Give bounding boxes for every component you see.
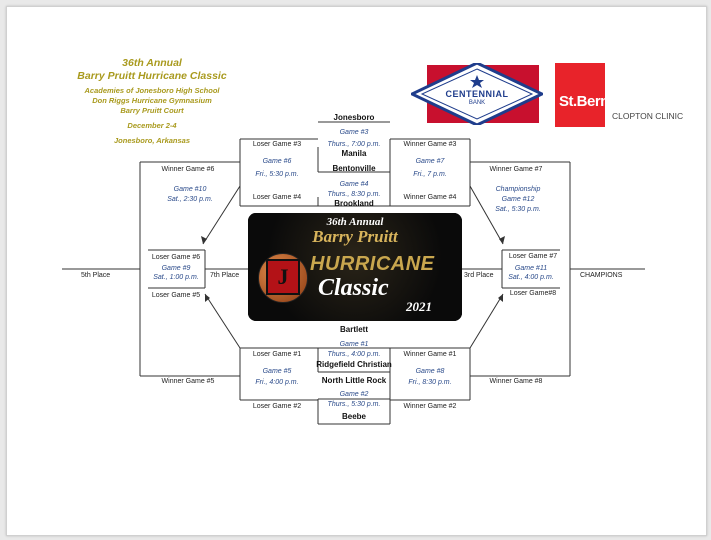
game10-time: Sat., 2:30 p.m.	[167, 196, 213, 203]
stbernards-sub: CLOPTON CLINIC	[612, 111, 684, 121]
label-champions: CHAMPIONS	[580, 272, 623, 279]
j-logo-icon: J	[266, 259, 300, 295]
arrowhead-bottom-left	[205, 294, 210, 302]
bracket-bottom-left	[239, 347, 318, 401]
game3-time: Thurs., 7:00 p.m.	[327, 141, 381, 148]
label-winner-g1: Winner Game #1	[403, 351, 457, 358]
game12-time: Sat., 5:30 p.m.	[495, 206, 541, 213]
bracket-top-left	[239, 138, 318, 207]
arrow-top-left	[202, 185, 241, 245]
bracket-bottom-right	[389, 347, 471, 401]
game5-label: Game #5	[262, 368, 292, 375]
game6-time: Fri., 5:30 p.m.	[255, 171, 299, 178]
game3-label: Game #3	[339, 129, 369, 136]
arrowhead-top-right	[499, 236, 505, 244]
game9-label: Game #9	[161, 265, 191, 272]
tournament-logo: 36th Annual Barry Pruitt J HURRICANE Cla…	[248, 213, 462, 321]
game10-label: Game #10	[173, 186, 207, 193]
arrowhead-bottom-right	[498, 294, 503, 302]
game4-label: Game #4	[339, 181, 369, 188]
logo-line2: Barry Pruitt	[312, 227, 398, 246]
header-school: Academies of Jonesboro High School	[84, 86, 220, 95]
label-loser-g7: Loser Game #7	[508, 253, 558, 260]
team-bentonville: Bentonville	[332, 164, 376, 173]
game12-label2: Game #12	[501, 196, 535, 203]
bracket-outer-right-bottom	[470, 269, 571, 377]
game2-time: Thurs., 5:30 p.m.	[327, 401, 381, 408]
label-loser-g3: Loser Game #3	[252, 141, 302, 148]
arrow-top-right	[469, 185, 504, 245]
star-icon	[470, 75, 484, 88]
game6-label: Game #6	[262, 158, 292, 165]
team-brookland: Brookland	[334, 199, 374, 208]
centennial-name: CENTENNIAL	[445, 89, 509, 99]
label-winner-g2: Winner Game #2	[403, 403, 457, 410]
game11-time: Sat., 4:00 p.m.	[508, 274, 554, 281]
bracket-outer-left-top	[139, 161, 240, 269]
bracket-top-right	[389, 138, 471, 207]
label-winner-g3: Winner Game #3	[403, 141, 457, 148]
header-title-2: Barry Pruitt Hurricane Classic	[77, 70, 227, 82]
label-loser-g1: Loser Game #1	[252, 351, 302, 358]
header-title-1: 36th Annual	[122, 57, 182, 69]
team-manila: Manila	[341, 149, 367, 158]
label-winner-g4: Winner Game #4	[403, 194, 457, 201]
label-5th-place: 5th Place	[81, 272, 111, 279]
label-loser-g5: Loser Game #5	[151, 292, 201, 299]
label-3rd-place: 3rd Place	[464, 272, 494, 279]
logo-line1: 36th Annual	[326, 216, 384, 228]
game1-time: Thurs., 4:00 p.m.	[327, 351, 381, 358]
arrow-bottom-left	[204, 293, 241, 349]
bracket-outer-left-bottom	[139, 269, 240, 377]
game2-label: Game #2	[339, 391, 369, 398]
label-7th-place: 7th Place	[210, 272, 240, 279]
arrow-bottom-right	[469, 293, 504, 349]
team-jonesboro: Jonesboro	[333, 113, 375, 122]
header-location: Jonesboro, Arkansas	[114, 136, 190, 145]
game7-label: Game #7	[415, 158, 445, 165]
game8-label: Game #8	[415, 368, 445, 375]
header-court: Barry Pruitt Court	[120, 106, 184, 115]
header-dates: December 2-4	[127, 121, 177, 130]
logo-year: 2021	[406, 299, 432, 314]
centennial-bank-logo: CENTENNIAL BANK	[411, 63, 543, 125]
team-bartlett: Bartlett	[339, 325, 369, 334]
game9-time: Sat., 1:00 p.m.	[153, 274, 199, 281]
stbernards-logo: St.Bernards CLOPTON CLINIC	[555, 63, 690, 127]
label-winner-g6: Winner Game #6	[161, 166, 215, 173]
header-gym: Don Riggs Hurricane Gymnasium	[92, 96, 212, 105]
bracket-outer-right-top	[470, 161, 571, 269]
centennial-sub: BANK	[468, 100, 486, 106]
game8-time: Fri., 8:30 p.m.	[408, 379, 452, 386]
logo-line4: Classic	[318, 275, 389, 301]
label-loser-g6: Loser Game #6	[151, 254, 201, 261]
game4-time: Thurs., 8:30 p.m.	[327, 191, 381, 198]
game5-time: Fri., 4:00 p.m.	[255, 379, 299, 386]
label-loser-g8: Loser Game#8	[509, 290, 557, 297]
arrowhead-top-left	[201, 236, 207, 244]
label-loser-g2: Loser Game #2	[252, 403, 302, 410]
game11-label: Game #11	[514, 265, 548, 272]
j-letter: J	[277, 264, 289, 289]
team-beebe: Beebe	[341, 412, 367, 421]
label-winner-g8: Winner Game #8	[489, 378, 543, 385]
label-winner-g5: Winner Game #5	[161, 378, 215, 385]
team-ridgefield: Ridgefield Christian	[316, 360, 392, 369]
game12-label1: Championship	[495, 186, 541, 193]
logo-line3: HURRICANE	[310, 253, 435, 275]
game7-time: Fri., 7 p.m.	[413, 171, 447, 178]
team-nlr: North Little Rock	[321, 376, 387, 385]
label-loser-g4: Loser Game #4	[252, 194, 302, 201]
label-winner-g7: Winner Game #7	[489, 166, 543, 173]
game1-label: Game #1	[339, 341, 369, 348]
